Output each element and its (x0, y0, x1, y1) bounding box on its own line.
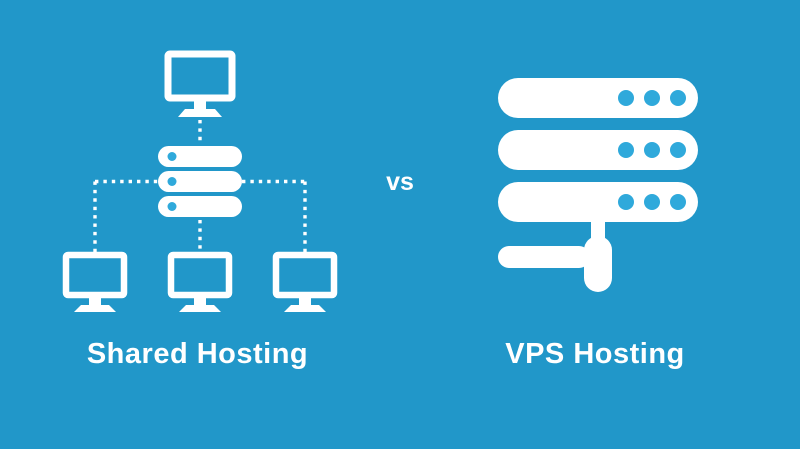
server-cable-icon (498, 218, 612, 292)
shared-hosting-label: Shared Hosting (86, 338, 309, 370)
vps-hosting-label: VPS Hosting (505, 338, 685, 370)
client-monitor-icon-right (272, 251, 338, 312)
versus-label: vs (386, 168, 414, 196)
shared-server-icon (158, 146, 242, 217)
host-monitor-icon (164, 50, 236, 117)
dotted-network-lines-icon (93, 120, 307, 253)
shared-hosting-diagram (62, 50, 338, 312)
client-monitor-icon-center (167, 251, 233, 312)
client-monitor-icon-left (62, 251, 128, 312)
vps-server-rack (498, 78, 698, 222)
vps-server-icon (498, 78, 698, 292)
